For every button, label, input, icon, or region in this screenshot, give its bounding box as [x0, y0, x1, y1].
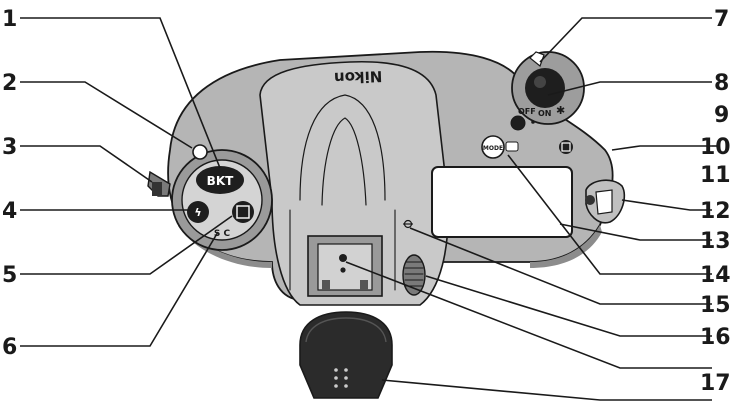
release-mode-label: S C: [214, 229, 231, 239]
callout-13: 13: [700, 229, 731, 254]
callout-5: 5: [2, 263, 17, 288]
callout-16: 16: [700, 325, 731, 350]
left-mode-dial: BKT ϟ S C: [171, 149, 273, 251]
button-2: [192, 144, 208, 160]
callout-8: 8: [714, 71, 729, 96]
control-panel: [431, 166, 573, 238]
callout-2: 2: [2, 71, 17, 96]
accessory-shoe: [307, 235, 383, 297]
viewfinder-prism: [259, 60, 450, 306]
metering-icon: [236, 205, 250, 219]
callout-14: 14: [700, 263, 731, 288]
bkt-button-label: BKT: [207, 174, 234, 188]
on-label: ON: [538, 109, 552, 118]
left-strap-lug: [147, 170, 171, 197]
callout-12: 12: [700, 199, 731, 224]
movie-record-dot: [531, 120, 535, 124]
right-strap-lug: [585, 179, 626, 224]
leader-lines: [20, 17, 720, 401]
callout-1: 1: [2, 7, 17, 32]
flash-icon: ϟ: [194, 206, 201, 219]
callout-9: 9: [714, 103, 729, 128]
callout-17: 17: [700, 371, 731, 396]
sub-dial: [402, 254, 426, 296]
movie-record-button: [510, 115, 526, 131]
mode-button: MODE: [481, 135, 519, 159]
flash-mode-button: [187, 201, 209, 223]
mode-button-label: MODE: [483, 145, 503, 152]
callout-10: 10: [700, 135, 731, 160]
callout-6: 6: [2, 335, 17, 360]
focal-plane-mark: [403, 219, 413, 229]
callout-7: 7: [714, 7, 729, 32]
metering-button: [232, 201, 254, 223]
illumination-icon: ✱: [556, 104, 565, 117]
off-label: OFF: [518, 107, 536, 116]
hot-shoe-cover: [299, 311, 393, 399]
power-switch-shutter: OFF ON ✱: [511, 51, 585, 125]
callout-4: 4: [2, 199, 17, 224]
callout-15: 15: [700, 293, 731, 318]
callout-3: 3: [2, 135, 17, 160]
brand-logo: Nikon: [334, 67, 383, 87]
exposure-compensation-icon: [561, 142, 571, 152]
exposure-compensation-button: [559, 140, 573, 154]
callout-11: 11: [700, 163, 731, 188]
